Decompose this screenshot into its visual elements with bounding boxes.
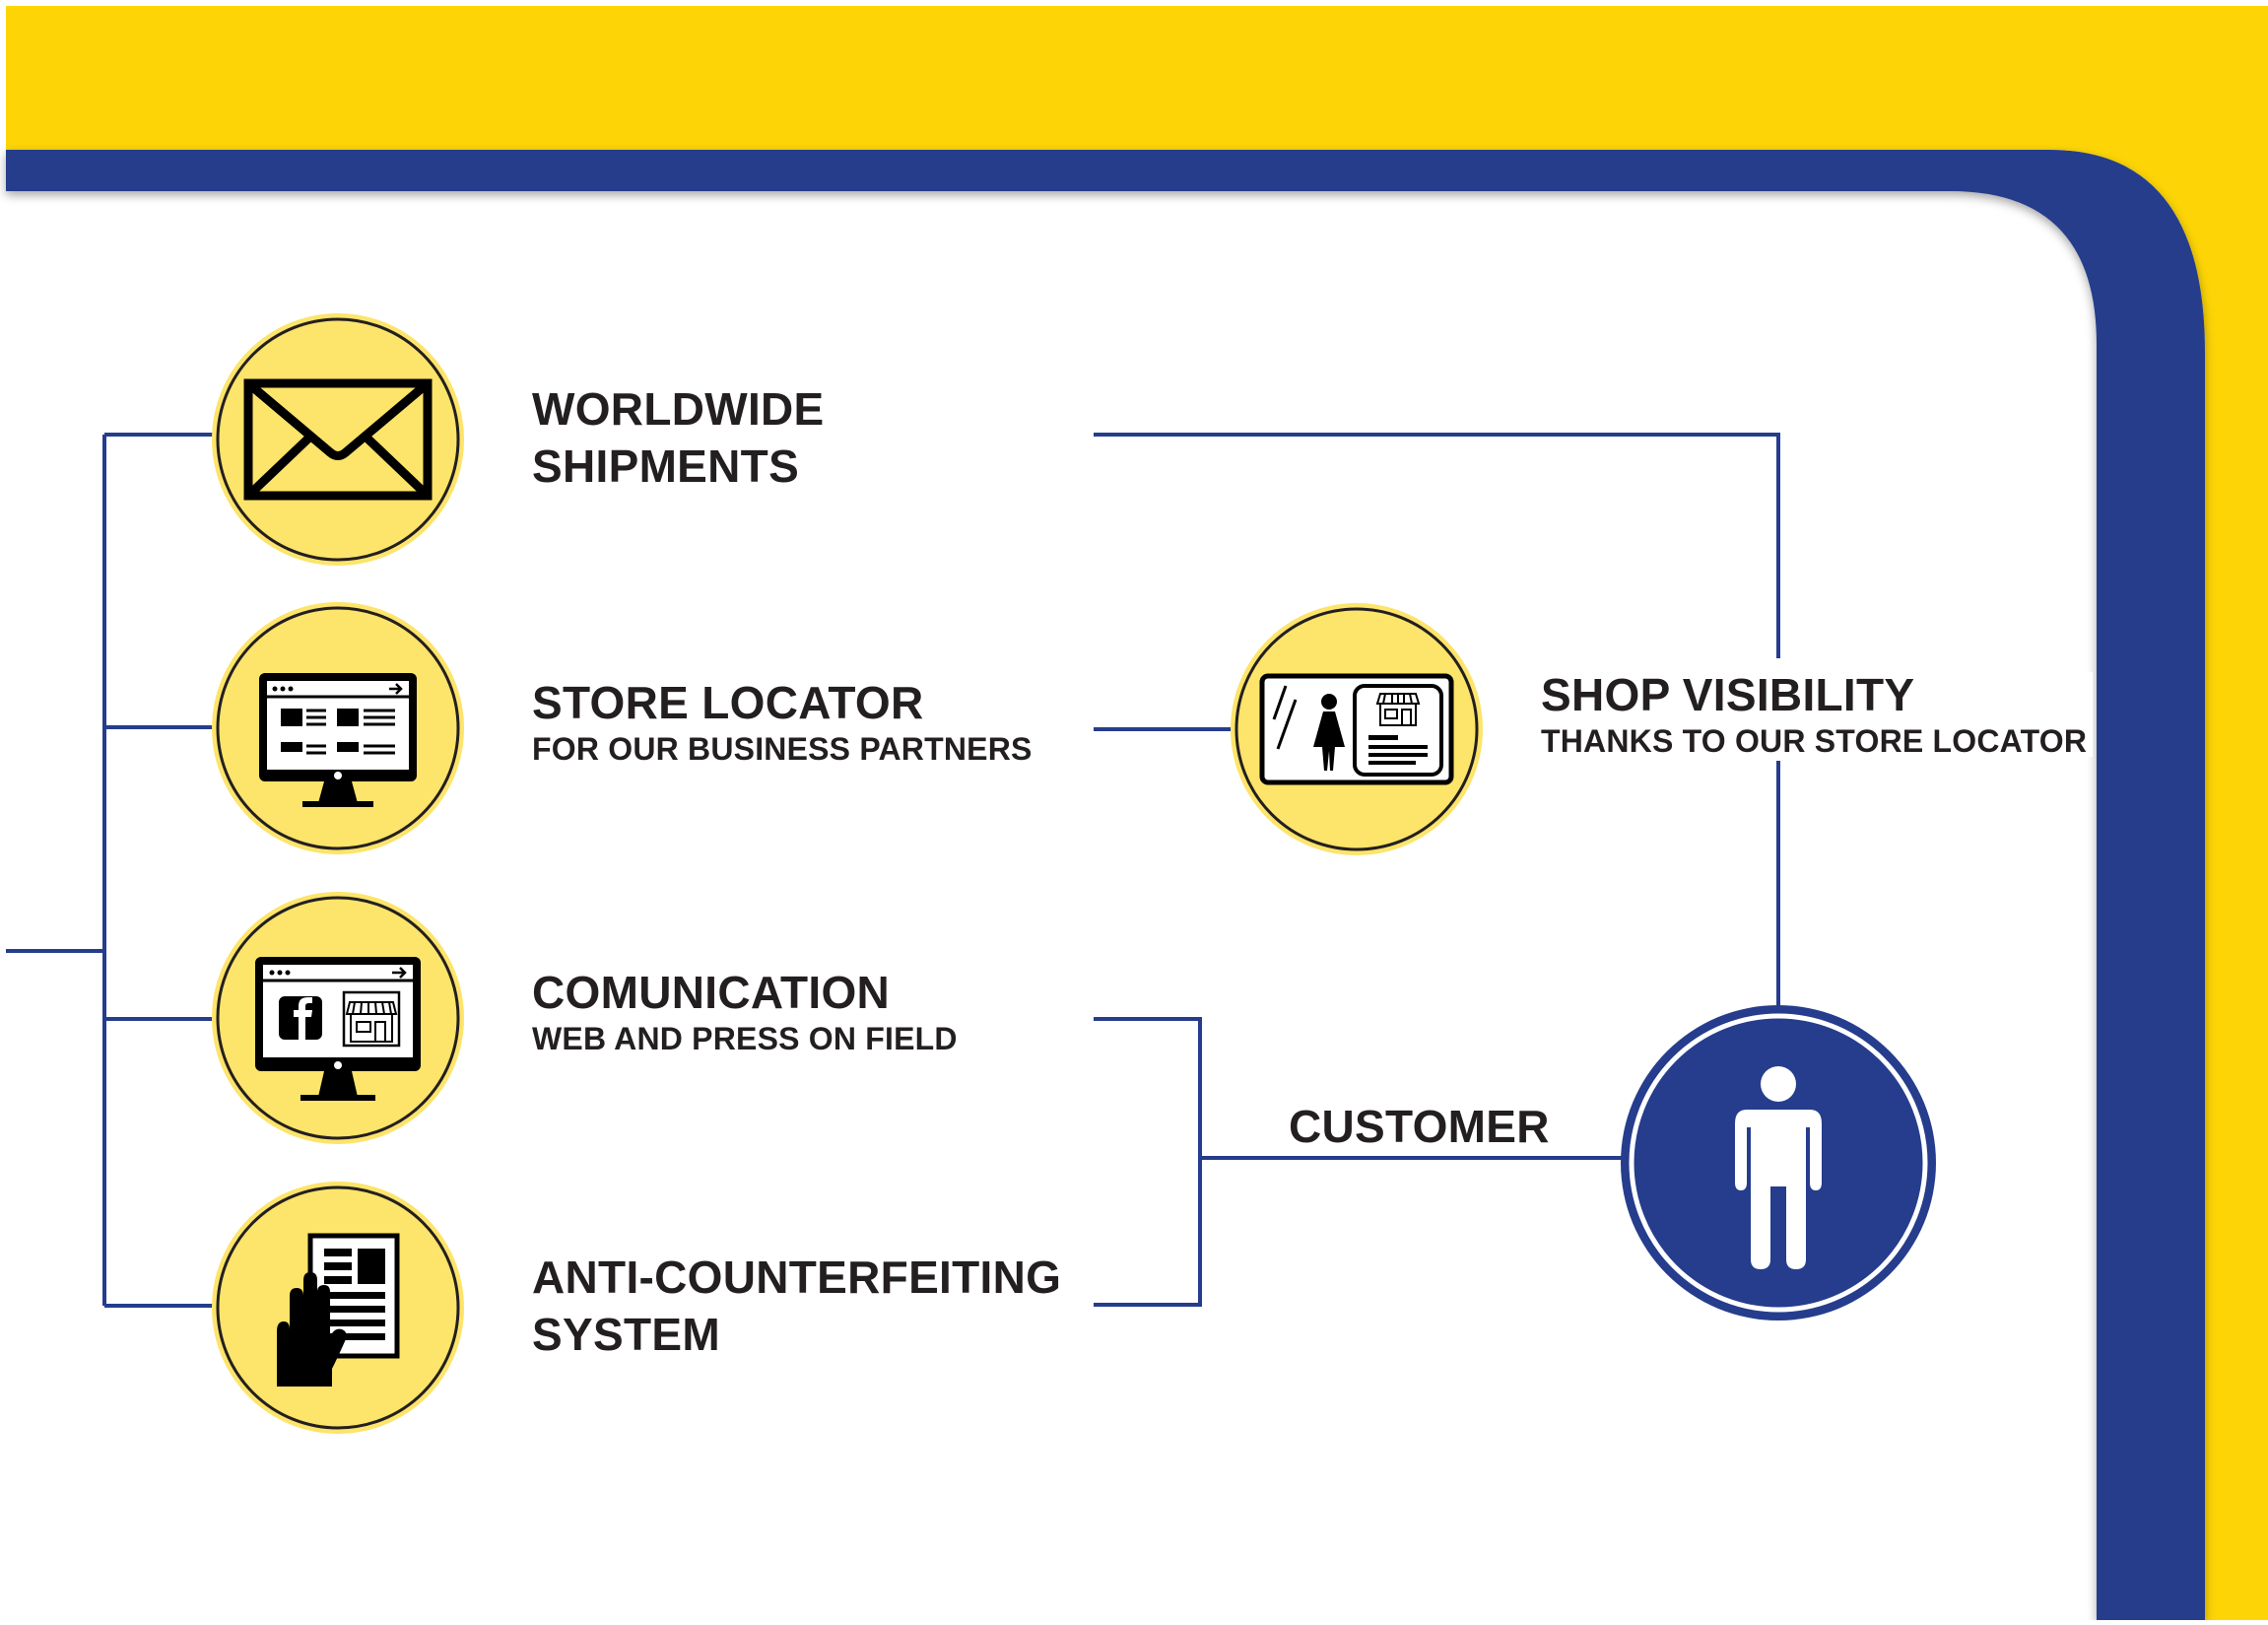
shop-visibility-title: SHOP VISIBILITY xyxy=(1541,669,1915,720)
customer-node xyxy=(1621,1005,1936,1320)
anti-counterfeiting-node xyxy=(212,1182,464,1434)
hand-document-icon xyxy=(277,1233,400,1387)
store-locator-title: STORE LOCATOR xyxy=(532,677,924,728)
comunication-node xyxy=(212,892,464,1144)
envelope-icon xyxy=(243,378,433,501)
shop-visibility-subtitle: THANKS TO OUR STORE LOCATOR xyxy=(1541,723,2088,759)
anti-counterfeiting-label: ANTI-COUNTERFEITING SYSTEM xyxy=(532,1254,1061,1357)
worldwide-shipments-label: WORLDWIDE SHIPMENTS xyxy=(532,386,825,489)
worldwide-shipments-title-line-2: SHIPMENTS xyxy=(532,440,800,492)
shop-visibility-node xyxy=(1231,603,1483,855)
store-locator-subtitle: FOR OUR BUSINESS PARTNERS xyxy=(532,731,1033,767)
desktop-store-locator-icon xyxy=(259,673,417,807)
storefront-icon xyxy=(1375,693,1421,726)
worldwide-shipments-node xyxy=(212,313,464,566)
customer-title: CUSTOMER xyxy=(1289,1101,1550,1152)
comunication-title: COMUNICATION xyxy=(532,967,891,1018)
comunication-bracket-line xyxy=(1094,1017,1202,1307)
comunication-subtitle: WEB AND PRESS ON FIELD xyxy=(532,1021,958,1056)
person-icon xyxy=(1735,1066,1822,1269)
worldwide-to-customer-line xyxy=(1094,433,1780,658)
comunication-label: COMUNICATION WEB AND PRESS ON FIELD xyxy=(532,970,958,1054)
customer-label: CUSTOMER xyxy=(1289,1104,1550,1149)
connector-lines xyxy=(6,433,1780,1308)
store-locator-label: STORE LOCATOR FOR OUR BUSINESS PARTNERS xyxy=(532,680,1033,765)
storefront-icon xyxy=(345,1001,398,1043)
anti-counterfeiting-title-line-1: ANTI-COUNTERFEITING xyxy=(532,1252,1062,1303)
anti-counterfeiting-title-line-2: SYSTEM xyxy=(532,1309,720,1360)
store-locator-node xyxy=(212,602,464,854)
desktop-social-icon xyxy=(255,957,421,1101)
worldwide-shipments-title-line-1: WORLDWIDE xyxy=(532,383,825,435)
shop-window-icon xyxy=(1259,673,1454,785)
woman-figure-icon xyxy=(1313,694,1345,771)
shop-visibility-label: SHOP VISIBILITY THANKS TO OUR STORE LOCA… xyxy=(1535,669,2094,759)
